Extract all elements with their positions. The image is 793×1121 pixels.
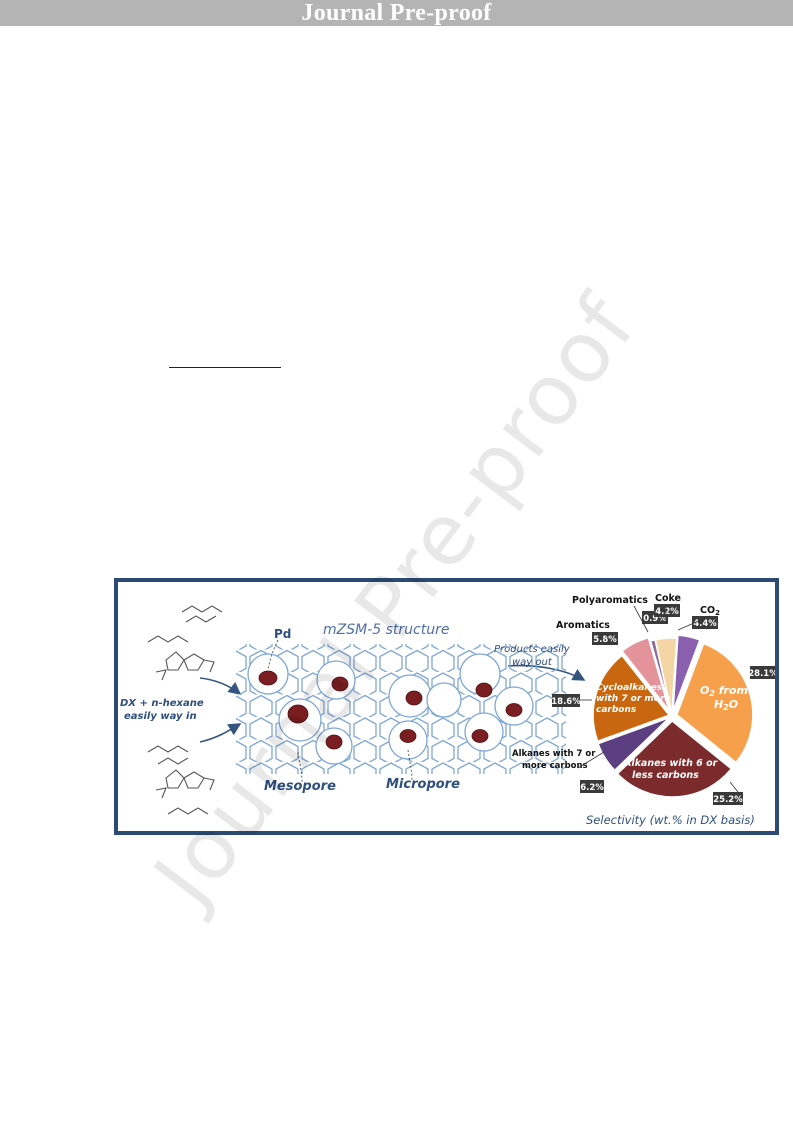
pie-slice-coke [654,637,678,715]
svg-text:4.4%: 4.4% [693,619,717,629]
label-co2: CO2 [700,605,720,617]
selectivity-caption: Selectivity (wt.% in DX basis) [586,813,755,827]
label-o2-line1: O2 from [700,684,748,698]
pie-slice-aromatics [621,636,670,712]
pie-slice-o2-from-h2o [675,642,754,764]
label-coke: Coke [655,593,681,604]
label-alkanes-7-line2: more carbons [522,761,588,771]
inlet-label-line1: DX + n-hexane [120,698,204,709]
inlet-label-line2: easily way in [124,711,197,722]
label-aromatics: Aromatics [556,620,610,631]
label-cycloalkanes-line1: Cycloalkanes [596,683,663,693]
structure-title: mZSM-5 structure [323,622,449,638]
underline-rule [169,367,281,368]
svg-text:18.6%: 18.6% [551,697,581,707]
value-box-alkanes-6: 25.2% [713,792,743,805]
abstract-figure: Pd mZSM-5 structure DX + n-hexane easily… [120,593,775,827]
selectivity-pie-chart [592,634,754,798]
graphical-abstract: Pd mZSM-5 structure DX + n-hexane easily… [114,578,779,835]
pie-slice-alkanes-with-6-or-less-carbons [616,719,733,798]
outlet-label-line1: Products easily [494,644,571,655]
svg-text:25.2%: 25.2% [713,795,743,805]
label-alkanes-7-line1: Alkanes with 7 or [512,749,596,759]
value-box-alkanes-7: 6.2% [580,780,604,793]
label-alkanes-6-line1: Alkanes with 6 or [623,758,719,769]
value-box-co2: 4.4% [692,616,718,629]
label-o2-line2: H2O [714,698,738,712]
pie-annotations: Polyaromatics Coke CO2 Aromatics 0.9% 4.… [512,593,775,805]
value-box-aromatics: 5.8% [592,632,618,645]
svg-text:6.2%: 6.2% [580,783,604,793]
journal-banner: Journal Pre-proof [0,0,793,26]
pie-slice-cycloalkanes-with-7-or-more-carbons [592,654,671,743]
svg-text:0.9%: 0.9% [643,614,667,624]
value-box-cycloalkanes: 18.6% [551,694,581,707]
label-cycloalkanes-line3: carbons [596,705,637,715]
mesopore-label: Mesopore [264,779,336,794]
value-box-o2: 28.1% [748,666,775,679]
value-box-coke: 4.2% [654,604,680,617]
svg-text:4.2%: 4.2% [655,607,679,617]
pie-slice-alkanes-with-7-or-more-carbons [597,716,670,772]
svg-text:5.8%: 5.8% [593,635,617,645]
pie-slice-co2 [672,634,701,712]
outlet-label-line2: way out [512,657,553,668]
label-cycloalkanes-line2: with 7 or more [596,694,671,704]
svg-text:28.1%: 28.1% [748,669,775,679]
banner-title: Journal Pre-proof [301,0,492,26]
micropore-label: Micropore [386,777,460,792]
pd-particles [258,670,523,750]
label-alkanes-6-line2: less carbons [632,770,699,781]
pd-label: Pd [274,627,291,641]
label-polyaromatics: Polyaromatics [572,595,648,606]
molecule-sketches [147,605,223,815]
